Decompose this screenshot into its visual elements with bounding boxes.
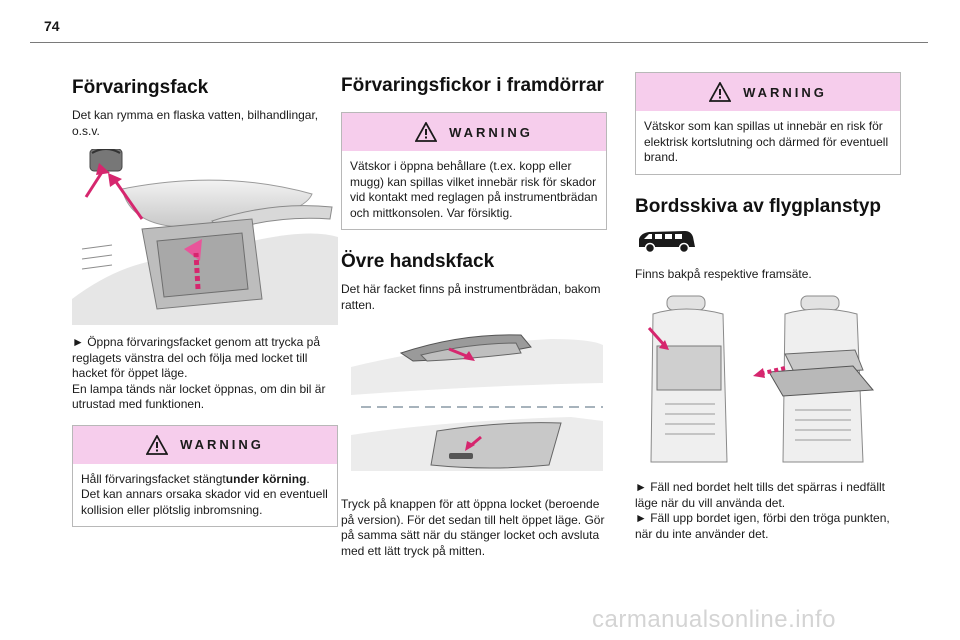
airplane-table-step-fold-down: ► Fäll ned bordet helt tills det spärras… [635, 480, 886, 510]
warning-box-storage: WARNING Håll förvaringsfacket stängtunde… [72, 424, 338, 527]
column-storage-compartment: Förvaringsfack Det kan rymma en flaska v… [72, 70, 338, 527]
airplane-table-step-fold-up: ► Fäll upp bordet igen, förbi den tröga … [635, 511, 890, 541]
warning-box-door-pockets: WARNING Vätskor i öppna behållare (t.ex.… [341, 112, 607, 230]
upper-glovebox-illustration [341, 325, 607, 485]
warning-header: WARNING [73, 425, 337, 464]
storage-step-open: ► Öppna förvaringsfacket genom att tryck… [72, 335, 320, 380]
warning-text: Vätskor i öppna behållare (t.ex. kopp el… [350, 159, 598, 220]
warning-title: WARNING [180, 437, 264, 452]
warning-text: Vätskor som kan spillas ut innebär en ri… [644, 119, 889, 164]
storage-intro: Det kan rymma en flaska vatten, bilhandl… [72, 108, 319, 138]
glovebox-illustration [72, 149, 338, 325]
header-rule [30, 42, 928, 43]
vehicle-van-icon [639, 230, 695, 253]
warning-header: WARNING [342, 113, 606, 151]
section-title-storage: Förvaringsfack [72, 77, 209, 98]
warning-text: Håll förvaringsfacket stängtunder körnin… [81, 471, 328, 517]
warning-triangle-icon [415, 122, 438, 142]
watermark: carmanualsonline.info [592, 606, 836, 633]
warning-triangle-icon [146, 434, 169, 455]
column-airplane-table: WARNING Vätskor som kan spillas ut inneb… [635, 70, 901, 542]
warning-triangle-icon [709, 82, 732, 102]
warning-header: WARNING [636, 73, 900, 111]
storage-step-lamp: En lampa tänds när locket öppnas, om din… [72, 381, 326, 412]
upper-glovebox-intro: Det här facket finns på instrumentbrädan… [341, 282, 601, 312]
section-title-upper-glovebox: Övre handskfack [341, 251, 495, 272]
airplane-table-intro: Finns bakpå respektive framsäte. [635, 266, 812, 281]
upper-glovebox-instructions: Tryck på knappen för att öppna locket (b… [341, 497, 605, 558]
column-door-pockets: Förvaringsfickor i framdörrar WARNING Vä… [341, 70, 607, 559]
warning-title: WARNING [449, 124, 533, 140]
seat-table-illustration [635, 292, 901, 468]
section-title-door-pockets: Förvaringsfickor i framdörrar [341, 75, 604, 96]
section-title-airplane-table: Bordsskiva av flygplanstyp [635, 195, 882, 217]
warning-box-short-circuit: WARNING Vätskor som kan spillas ut inneb… [635, 72, 901, 175]
warning-title: WARNING [743, 84, 827, 100]
page-number: 74 [44, 18, 60, 34]
